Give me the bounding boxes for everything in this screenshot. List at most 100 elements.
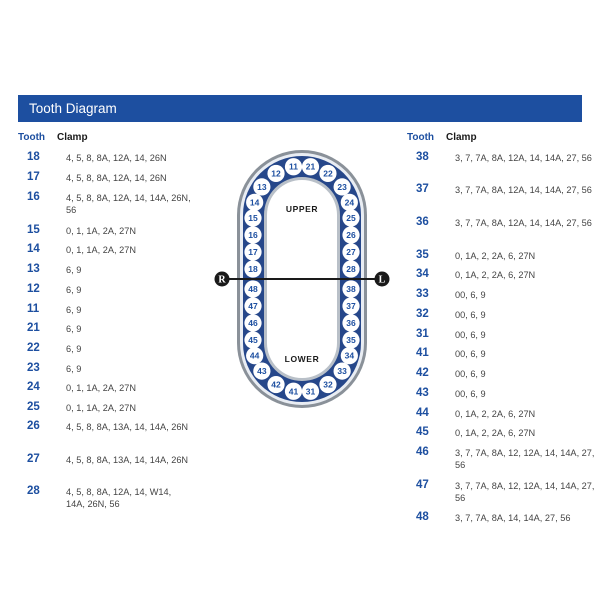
tooth-label: 17 <box>248 247 258 257</box>
right-marker <box>214 271 230 287</box>
tooth-label: 41 <box>289 386 299 396</box>
tooth-number: 33 <box>416 288 429 300</box>
tooth-number: 31 <box>416 328 429 340</box>
clamp-list: 6, 9 <box>66 364 82 374</box>
tooth-circle <box>319 164 337 183</box>
tooth-17: 17 <box>244 243 262 261</box>
tooth-label: 16 <box>248 230 258 240</box>
tooth-label: 35 <box>346 335 356 345</box>
tooth-33: 33 <box>333 362 351 380</box>
clamp-list: 00, 6, 9 <box>455 290 486 300</box>
tooth-circle <box>244 331 262 349</box>
tooth-circle <box>342 243 360 261</box>
tooth-label: 34 <box>345 351 355 361</box>
tooth-number: 47 <box>416 479 429 491</box>
tooth-number: 12 <box>27 283 40 295</box>
tooth-label: 45 <box>248 335 258 345</box>
tooth-label: 13 <box>257 182 267 192</box>
tooth-header: Tooth <box>18 132 46 143</box>
tooth-43: 43 <box>253 362 271 380</box>
clamp-list: 0, 1A, 2, 2A, 6, 27N <box>455 428 536 438</box>
tooth-circle <box>342 331 360 349</box>
tooth-circle <box>246 193 264 211</box>
tooth-46: 46 <box>244 314 262 332</box>
clamp-list: 6, 9 <box>66 265 82 275</box>
tooth-15: 15 <box>244 209 262 227</box>
tooth-number: 28 <box>27 485 40 497</box>
tooth-number: 23 <box>27 362 40 374</box>
tooth-label: 42 <box>271 380 281 390</box>
tooth-16: 16 <box>244 226 262 244</box>
tooth-number: 18 <box>27 151 40 163</box>
tooth-label: 25 <box>346 213 356 223</box>
tooth-31: 31 <box>301 382 320 400</box>
tooth-circle <box>301 158 320 176</box>
clamp-header: Clamp <box>57 132 88 143</box>
clamp-list: 6, 9 <box>66 324 82 334</box>
tooth-35: 35 <box>342 331 360 349</box>
right-marker-label: R <box>218 275 226 286</box>
clamp-list: 0, 1A, 2, 2A, 6, 27N <box>455 270 536 280</box>
tooth-circle <box>244 297 262 315</box>
tooth-label: 12 <box>271 168 281 178</box>
page-title: Tooth Diagram <box>29 101 117 116</box>
tooth-number: 21 <box>27 322 40 334</box>
tooth-label: 26 <box>346 230 356 240</box>
tooth-label: 32 <box>323 380 333 390</box>
tooth-18: 18 <box>244 260 262 278</box>
tooth-circle <box>342 280 360 298</box>
tooth-label: 15 <box>248 213 258 223</box>
tooth-label: 46 <box>248 318 258 328</box>
tooth-number: 26 <box>27 420 40 432</box>
tooth-label: 38 <box>346 284 356 294</box>
title-banner: Tooth Diagram <box>18 95 582 122</box>
clamp-list: 3, 7, 7A, 8A, 14, 14A, 27, 56 <box>455 513 571 523</box>
tooth-circle <box>319 375 337 394</box>
tooth-label: 36 <box>346 318 356 328</box>
tooth-number: 37 <box>416 183 429 195</box>
tooth-label: 14 <box>250 197 260 207</box>
clamp-list: 3, 7, 7A, 8A, 12, 12A, 14, 14A, 27, 56 <box>455 481 595 503</box>
tooth-circle <box>244 243 262 261</box>
tooth-circle <box>342 260 360 278</box>
tooth-number: 46 <box>416 446 429 458</box>
tooth-number: 45 <box>416 426 429 438</box>
tooth-number: 11 <box>27 303 40 315</box>
tooth-13: 13 <box>253 178 271 196</box>
tooth-label: 24 <box>345 197 355 207</box>
clamp-list: 3, 7, 7A, 8A, 12A, 14, 14A, 27, 56 <box>455 185 592 195</box>
tooth-circle <box>244 280 262 298</box>
clamp-list: 3, 7, 7A, 8A, 12A, 14, 14A, 27, 56 <box>455 218 592 228</box>
tooth-25: 25 <box>342 209 360 227</box>
tooth-14: 14 <box>246 193 264 211</box>
tooth-41: 41 <box>284 382 303 400</box>
tooth-circle <box>340 193 358 211</box>
tooth-38: 38 <box>342 280 360 298</box>
tooth-label: 47 <box>248 301 258 311</box>
tooth-27: 27 <box>342 243 360 261</box>
tooth-48: 48 <box>244 280 262 298</box>
tooth-header: Tooth <box>407 132 435 143</box>
tooth-circle <box>333 178 351 196</box>
tooth-label: 21 <box>306 162 316 172</box>
clamp-list: 00, 6, 9 <box>455 389 486 399</box>
tooth-number: 48 <box>416 511 429 523</box>
tooth-circle <box>284 382 303 400</box>
tooth-number: 27 <box>27 453 40 465</box>
tooth-number: 17 <box>27 171 40 183</box>
tooth-circle <box>244 260 262 278</box>
tooth-number: 22 <box>27 342 40 354</box>
tooth-number: 25 <box>27 401 40 413</box>
tooth-circle <box>244 314 262 332</box>
tooth-circle <box>340 347 358 365</box>
tooth-28: 28 <box>342 260 360 278</box>
clamp-list: 6, 9 <box>66 305 82 315</box>
tooth-label: 44 <box>250 351 260 361</box>
tooth-32: 32 <box>319 375 337 394</box>
lower-label: LOWER <box>285 354 320 364</box>
clamp-header: Clamp <box>446 132 477 143</box>
tooth-label: 23 <box>337 182 347 192</box>
clamp-list: 0, 1, 1A, 2A, 27N <box>66 245 136 255</box>
clamp-list: 0, 1A, 2, 2A, 6, 27N <box>455 251 536 261</box>
